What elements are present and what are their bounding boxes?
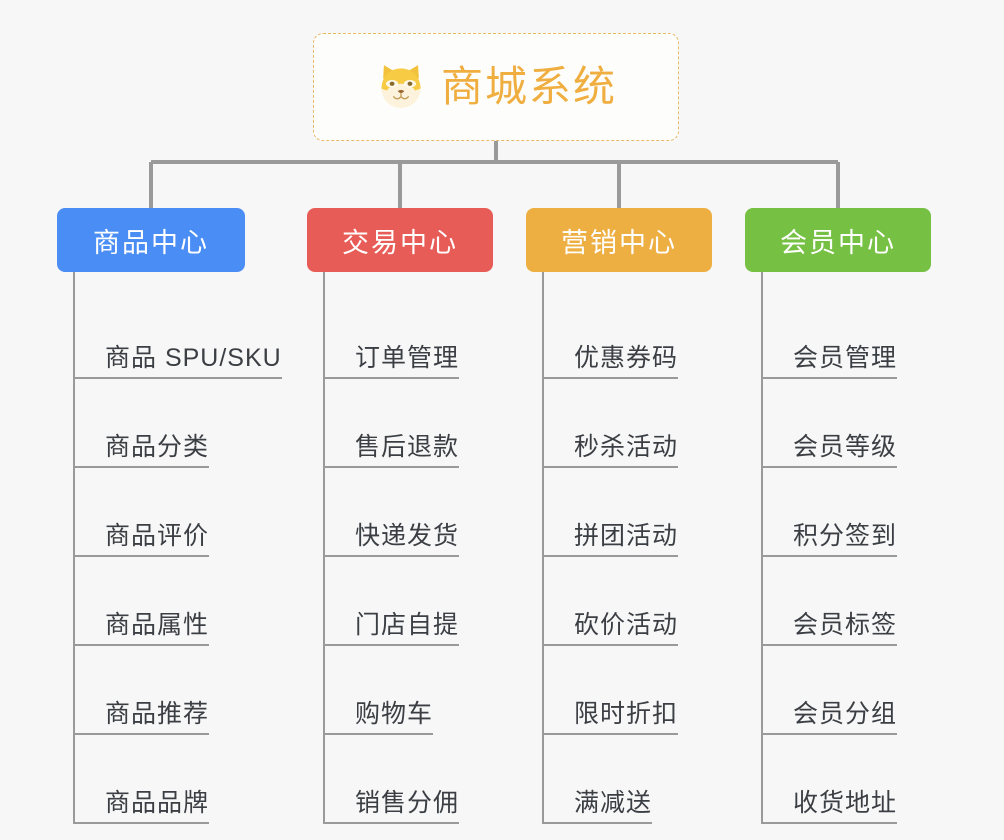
leaf-item-label: 快递发货 bbox=[325, 524, 460, 557]
category-header-product-center[interactable]: 商品中心 bbox=[57, 208, 245, 272]
leaf-item-label: 售后退款 bbox=[325, 435, 460, 468]
leaf-item-label: 会员分组 bbox=[763, 702, 898, 735]
category-header-trade-center[interactable]: 交易中心 bbox=[307, 208, 493, 272]
leaf-item[interactable]: 商品品牌 bbox=[75, 735, 245, 824]
leaf-item-label: 满减送 bbox=[544, 791, 653, 824]
column-trade-center: 交易中心订单管理售后退款快递发货门店自提购物车销售分佣 bbox=[307, 208, 493, 824]
category-header-label: 交易中心 bbox=[342, 227, 458, 258]
shiba-dog-icon bbox=[381, 65, 421, 109]
leaf-item[interactable]: 秒杀活动 bbox=[544, 379, 712, 468]
leaf-item[interactable]: 商品 SPU/SKU bbox=[75, 290, 282, 379]
category-header-label: 会员中心 bbox=[780, 227, 896, 258]
leaf-item-label: 订单管理 bbox=[325, 346, 460, 379]
leaf-item[interactable]: 商品属性 bbox=[75, 557, 245, 646]
leaf-item-label: 商品 SPU/SKU bbox=[75, 346, 282, 379]
leaf-item[interactable]: 订单管理 bbox=[325, 290, 493, 379]
leaf-item-label: 收货地址 bbox=[763, 791, 898, 824]
leaf-item[interactable]: 拼团活动 bbox=[544, 468, 712, 557]
leaf-item[interactable]: 购物车 bbox=[325, 646, 493, 735]
leaf-list-product-center: 商品 SPU/SKU 商品分类商品评价商品属性商品推荐商品品牌 bbox=[73, 272, 282, 824]
leaf-item[interactable]: 会员分组 bbox=[763, 646, 931, 735]
leaf-item-label: 商品推荐 bbox=[75, 702, 210, 735]
column-member-center: 会员中心会员管理会员等级积分签到会员标签会员分组收货地址 bbox=[745, 208, 931, 824]
leaf-item[interactable]: 销售分佣 bbox=[325, 735, 493, 824]
leaf-item[interactable]: 售后退款 bbox=[325, 379, 493, 468]
leaf-item-label: 会员等级 bbox=[763, 435, 898, 468]
leaf-item[interactable]: 会员管理 bbox=[763, 290, 931, 379]
leaf-item-label: 商品评价 bbox=[75, 524, 210, 557]
category-header-member-center[interactable]: 会员中心 bbox=[745, 208, 931, 272]
leaf-list-trade-center: 订单管理售后退款快递发货门店自提购物车销售分佣 bbox=[323, 272, 493, 824]
leaf-item-label: 会员标签 bbox=[763, 613, 898, 646]
leaf-item[interactable]: 优惠券码 bbox=[544, 290, 712, 379]
leaf-list-member-center: 会员管理会员等级积分签到会员标签会员分组收货地址 bbox=[761, 272, 931, 824]
leaf-item-label: 购物车 bbox=[325, 702, 434, 735]
category-header-marketing-center[interactable]: 营销中心 bbox=[526, 208, 712, 272]
leaf-item-label: 优惠券码 bbox=[544, 346, 679, 379]
leaf-item[interactable]: 商品评价 bbox=[75, 468, 245, 557]
column-product-center: 商品中心商品 SPU/SKU 商品分类商品评价商品属性商品推荐商品品牌 bbox=[57, 208, 282, 824]
leaf-item[interactable]: 快递发货 bbox=[325, 468, 493, 557]
leaf-item[interactable]: 砍价活动 bbox=[544, 557, 712, 646]
leaf-item[interactable]: 收货地址 bbox=[763, 735, 931, 824]
leaf-item-label: 销售分佣 bbox=[325, 791, 460, 824]
leaf-item-label: 限时折扣 bbox=[544, 702, 679, 735]
leaf-item-label: 商品分类 bbox=[75, 435, 210, 468]
leaf-list-marketing-center: 优惠券码秒杀活动拼团活动砍价活动限时折扣满减送 bbox=[542, 272, 712, 824]
leaf-item[interactable]: 满减送 bbox=[544, 735, 712, 824]
column-marketing-center: 营销中心优惠券码秒杀活动拼团活动砍价活动限时折扣满减送 bbox=[526, 208, 712, 824]
leaf-item-label: 商品属性 bbox=[75, 613, 210, 646]
leaf-item[interactable]: 商品推荐 bbox=[75, 646, 245, 735]
root-title: 商城系统 bbox=[440, 63, 617, 110]
leaf-item-label: 会员管理 bbox=[763, 346, 898, 379]
root-node[interactable]: 商城系统 bbox=[313, 33, 679, 141]
category-header-label: 营销中心 bbox=[561, 227, 677, 258]
leaf-item-label: 门店自提 bbox=[325, 613, 460, 646]
leaf-item[interactable]: 商品分类 bbox=[75, 379, 245, 468]
leaf-item[interactable]: 限时折扣 bbox=[544, 646, 712, 735]
category-header-label: 商品中心 bbox=[93, 227, 209, 258]
leaf-item[interactable]: 门店自提 bbox=[325, 557, 493, 646]
leaf-item-label: 拼团活动 bbox=[544, 524, 679, 557]
leaf-item-label: 商品品牌 bbox=[75, 791, 210, 824]
leaf-item-label: 砍价活动 bbox=[544, 613, 679, 646]
leaf-item[interactable]: 积分签到 bbox=[763, 468, 931, 557]
leaf-item-label: 积分签到 bbox=[763, 524, 898, 557]
leaf-item[interactable]: 会员标签 bbox=[763, 557, 931, 646]
leaf-item-label: 秒杀活动 bbox=[544, 435, 679, 468]
leaf-item[interactable]: 会员等级 bbox=[763, 379, 931, 468]
